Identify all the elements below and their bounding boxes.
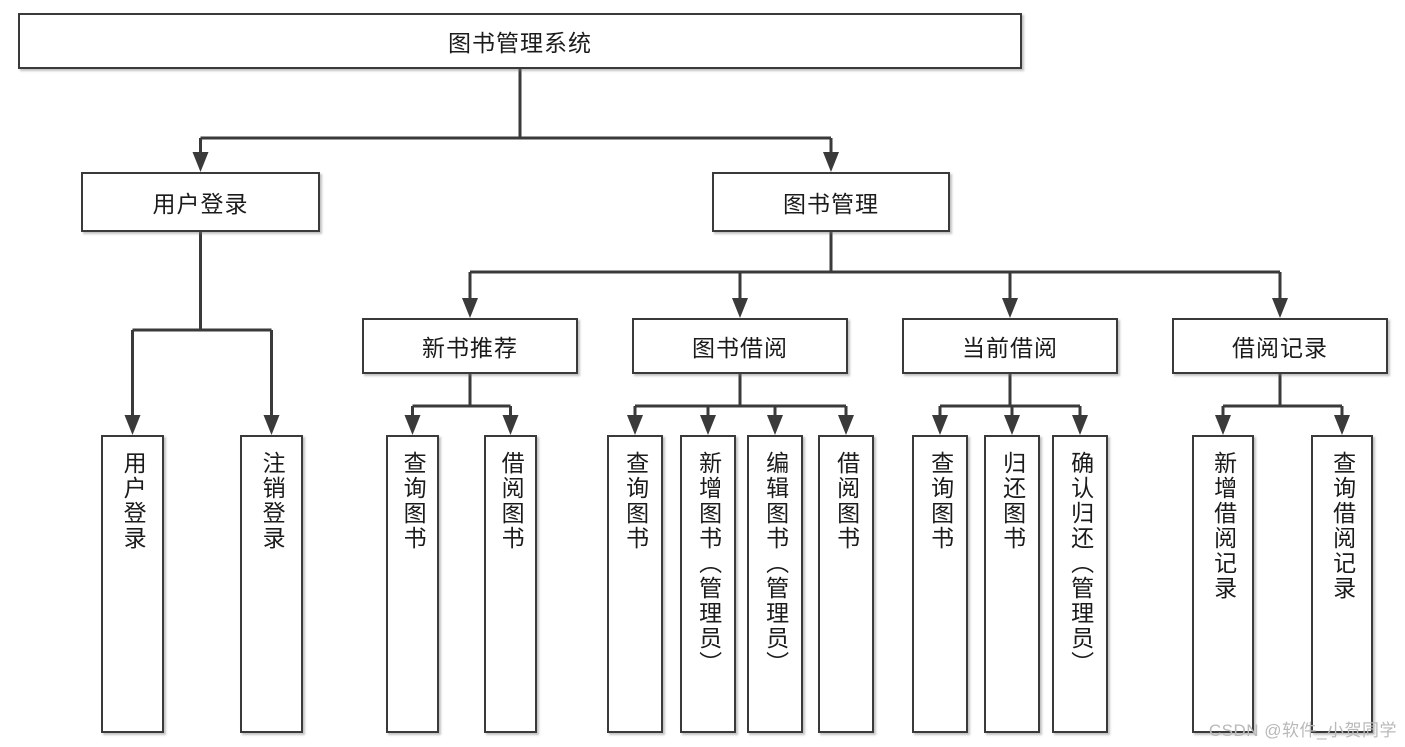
connector-arrowhead (1004, 415, 1020, 435)
node-label: 用户登录 (120, 451, 147, 551)
node-label: 图书管理 (783, 191, 879, 217)
node-leaf-return-book[interactable]: 归还图书 (984, 435, 1040, 733)
node-current-borrow[interactable]: 当前借阅 (902, 318, 1118, 374)
node-label: 归还图书 (999, 451, 1026, 551)
connector-arrowhead (732, 298, 748, 318)
node-leaf-add-record[interactable]: 新增借阅记录 (1192, 435, 1254, 733)
node-label: 查询图书 (400, 451, 427, 551)
connector-arrowhead (1215, 415, 1231, 435)
node-leaf-add-book[interactable]: 新增图书（管理员） (680, 435, 736, 733)
node-leaf-query-book-c[interactable]: 查询图书 (912, 435, 968, 733)
connector-arrowhead (1072, 415, 1088, 435)
node-book-manage[interactable]: 图书管理 (712, 172, 950, 232)
connector-arrowhead (404, 415, 421, 435)
node-label: 查询图书 (927, 451, 954, 551)
connector-arrowhead (700, 415, 716, 435)
node-label: 注销登录 (259, 451, 286, 551)
connector-arrowhead (1334, 415, 1350, 435)
node-label: 借阅记录 (1232, 335, 1328, 361)
node-label: 借阅图书 (833, 451, 860, 551)
node-book-borrow[interactable]: 图书借阅 (632, 318, 848, 374)
connector-arrowhead (462, 298, 478, 318)
node-user-login[interactable]: 用户登录 (81, 172, 320, 232)
connector-arrowhead (502, 415, 519, 435)
node-leaf-edit-book[interactable]: 编辑图书（管理员） (747, 435, 803, 733)
connector-arrowhead (823, 152, 839, 172)
node-label: 确认归还（管理员） (1067, 451, 1094, 676)
node-leaf-borrow-book-b[interactable]: 借阅图书 (818, 435, 874, 733)
node-label: 新书推荐 (422, 335, 518, 361)
node-label: 编辑图书（管理员） (762, 451, 789, 676)
connector-arrowhead (263, 415, 280, 435)
node-label: 新增借阅记录 (1210, 451, 1237, 601)
watermark: CSDN @软件_小贺同学 (1208, 721, 1397, 740)
node-leaf-query-record[interactable]: 查询借阅记录 (1311, 435, 1373, 733)
connector-arrowhead (767, 415, 783, 435)
connector-arrowhead (124, 415, 141, 435)
node-leaf-confirm-return[interactable]: 确认归还（管理员） (1052, 435, 1108, 733)
node-label: 当前借阅 (962, 335, 1058, 361)
node-label: 查询借阅记录 (1329, 451, 1356, 601)
node-label: 用户登录 (152, 191, 249, 217)
node-leaf-query-book-b[interactable]: 查询图书 (607, 435, 663, 733)
node-label: 查询图书 (622, 451, 649, 551)
node-label: 借阅图书 (498, 451, 525, 551)
node-leaf-user-logout[interactable]: 注销登录 (240, 435, 303, 733)
node-label: 图书借阅 (692, 335, 788, 361)
connector-arrowhead (838, 415, 854, 435)
connector-arrowhead (192, 152, 209, 172)
connector-arrowhead (1272, 298, 1288, 318)
node-root[interactable]: 图书管理系统 (18, 13, 1022, 69)
node-label: 新增图书（管理员） (695, 451, 722, 676)
node-leaf-borrow-book-a[interactable]: 借阅图书 (484, 435, 537, 733)
connector-arrowhead (1002, 298, 1018, 318)
node-borrow-record[interactable]: 借阅记录 (1172, 318, 1388, 374)
node-label: 图书管理系统 (448, 30, 592, 56)
connector-arrowhead (627, 415, 643, 435)
connector-arrowhead (932, 415, 948, 435)
node-new-book-rec[interactable]: 新书推荐 (362, 318, 578, 374)
node-leaf-query-book-a[interactable]: 查询图书 (386, 435, 439, 733)
node-leaf-user-login[interactable]: 用户登录 (101, 435, 164, 733)
